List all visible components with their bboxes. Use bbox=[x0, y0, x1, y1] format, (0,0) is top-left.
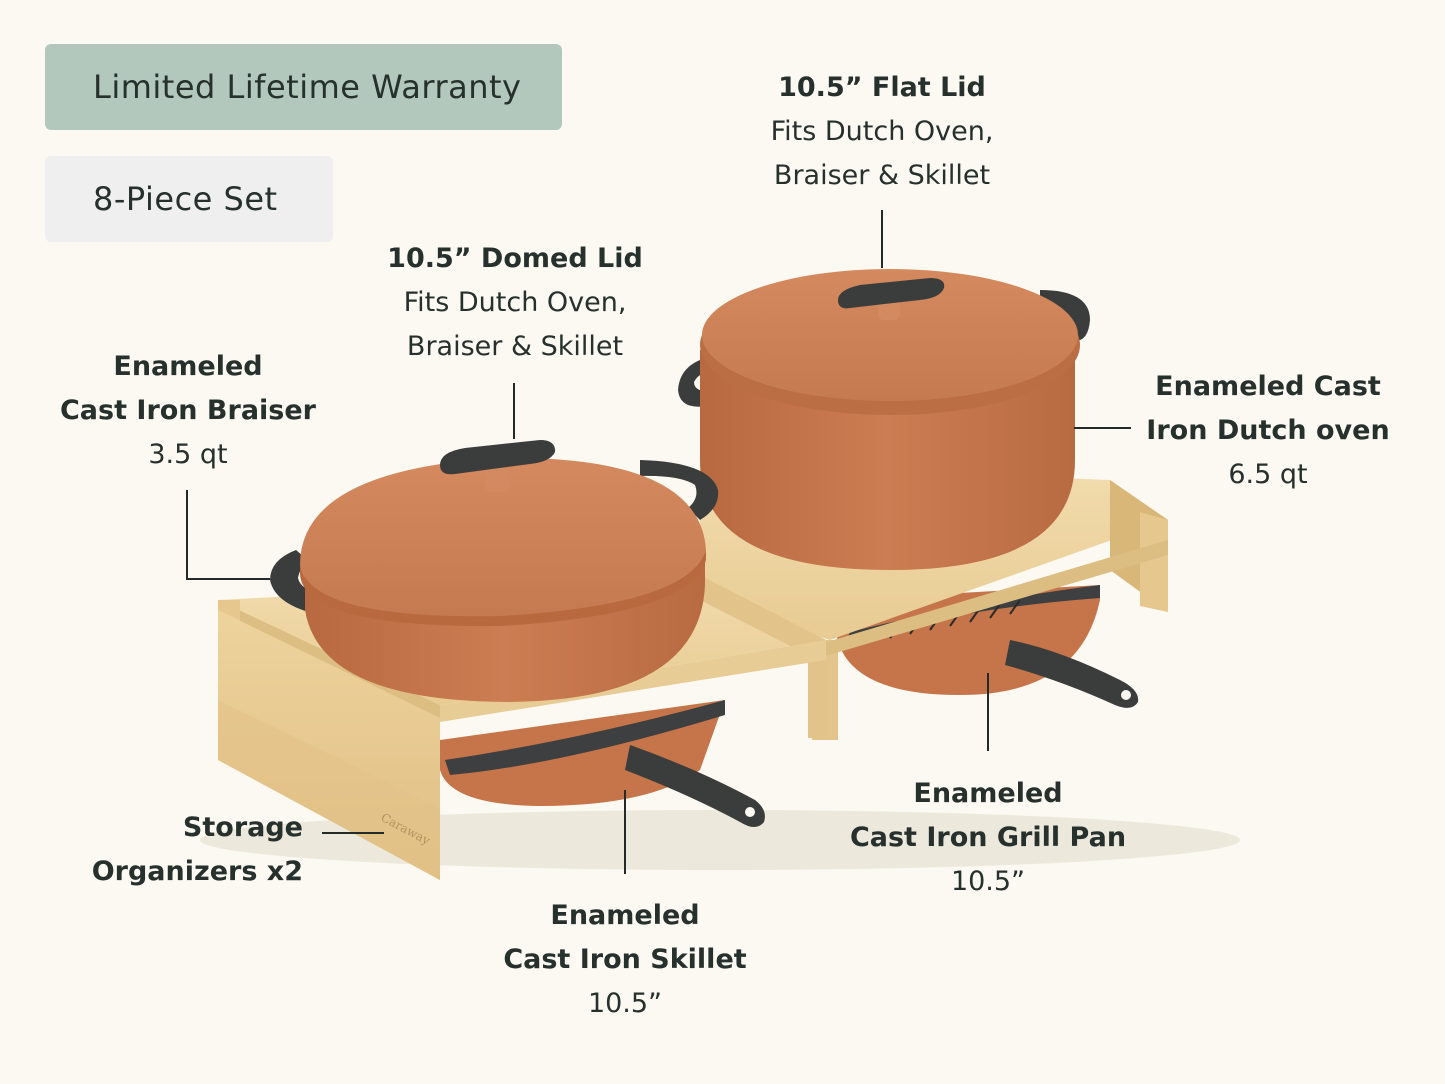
braiser-size: 3.5 qt bbox=[148, 439, 228, 470]
braiser-title2: Cast Iron Braiser bbox=[59, 395, 316, 426]
braiser-title1: Enameled bbox=[113, 351, 263, 382]
flat-lid-line1: Fits Dutch Oven, bbox=[770, 116, 994, 147]
organizers-title2: Organizers x2 bbox=[91, 856, 303, 887]
braiser-label: Enameled Cast Iron Braiser 3.5 qt bbox=[38, 345, 338, 477]
skillet-title1: Enameled bbox=[550, 900, 700, 931]
dutch-oven-leader bbox=[1074, 427, 1131, 429]
grill-pan-leader bbox=[987, 673, 989, 751]
skillet bbox=[440, 700, 765, 827]
grill-pan-label: Enameled Cast Iron Grill Pan 10.5” bbox=[838, 772, 1138, 904]
grill-pan-title2: Cast Iron Grill Pan bbox=[849, 822, 1127, 853]
grill-pan-size: 10.5” bbox=[950, 866, 1026, 897]
skillet-title2: Cast Iron Skillet bbox=[503, 944, 747, 975]
dutch-oven-size: 6.5 qt bbox=[1228, 459, 1308, 490]
flat-lid-title: 10.5” Flat Lid bbox=[778, 72, 986, 103]
dutch-oven-title1: Enameled Cast bbox=[1155, 371, 1381, 402]
dutch-oven-label: Enameled Cast Iron Dutch oven 6.5 qt bbox=[1118, 365, 1418, 497]
warranty-badge: Limited Lifetime Warranty bbox=[45, 44, 562, 130]
skillet-leader bbox=[624, 790, 626, 874]
organizers-leader bbox=[322, 832, 384, 834]
domed-lid-leader bbox=[513, 383, 515, 439]
domed-lid-title: 10.5” Domed Lid bbox=[387, 243, 643, 274]
domed-lid-line2: Braiser & Skillet bbox=[406, 331, 624, 362]
flat-lid-leader bbox=[881, 210, 883, 268]
flat-lid-line2: Braiser & Skillet bbox=[773, 160, 991, 191]
dutch-oven bbox=[678, 269, 1090, 570]
piece-count-badge: 8-Piece Set bbox=[45, 156, 333, 242]
braiser-leader-v bbox=[186, 490, 188, 580]
skillet-size: 10.5” bbox=[587, 988, 663, 1019]
skillet-label: Enameled Cast Iron Skillet 10.5” bbox=[475, 894, 775, 1026]
flat-lid-label: 10.5” Flat Lid Fits Dutch Oven, Braiser … bbox=[732, 66, 1032, 198]
dutch-oven-title2: Iron Dutch oven bbox=[1146, 415, 1390, 446]
braiser-leader-h bbox=[186, 578, 270, 580]
domed-lid-line1: Fits Dutch Oven, bbox=[403, 287, 627, 318]
organizers-title1: Storage bbox=[182, 812, 303, 843]
braiser bbox=[270, 440, 719, 702]
floor-shadow bbox=[200, 810, 1240, 870]
domed-lid-label: 10.5” Domed Lid Fits Dutch Oven, Braiser… bbox=[365, 237, 665, 369]
organizers-label: Storage Organizers x2 bbox=[3, 806, 303, 894]
grill-pan-title1: Enameled bbox=[913, 778, 1063, 809]
